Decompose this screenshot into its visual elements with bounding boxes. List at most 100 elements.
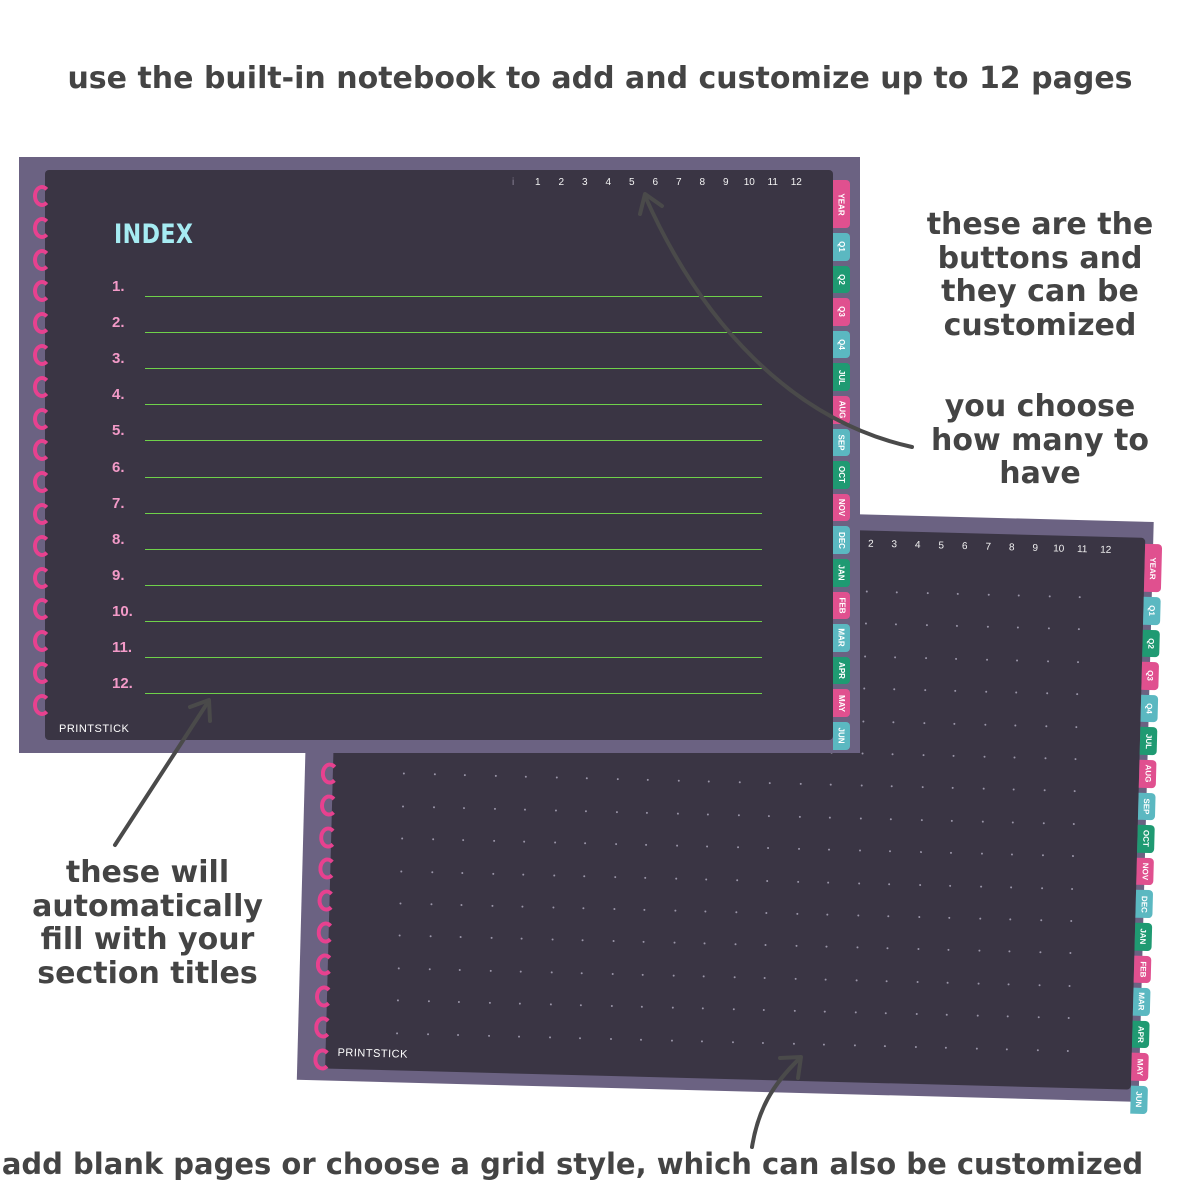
spiral-coil [33, 503, 51, 525]
index-tab-year[interactable]: YEAR [833, 180, 850, 228]
index-row-number: 1. [112, 278, 125, 295]
index-tab-q4[interactable]: Q4 [833, 330, 850, 359]
index-row[interactable]: 10. [112, 602, 762, 622]
index-row-line [145, 693, 762, 695]
index-row-line [145, 404, 762, 406]
index-row-number: 10. [112, 602, 133, 620]
spiral-coil [33, 471, 51, 494]
index-row-number: 4. [112, 386, 125, 404]
index-title: INDEX [114, 219, 194, 250]
index-row-number: 12. [112, 675, 133, 693]
spiral-coil [33, 566, 51, 589]
spiral-coil [33, 630, 51, 653]
index-row-line [145, 620, 762, 622]
index-row-number: 5. [112, 422, 125, 440]
index-row-line [145, 657, 762, 658]
index-row-line [145, 584, 762, 586]
index-row[interactable]: 4. [112, 385, 762, 406]
spiral-coil [33, 185, 51, 207]
index-tab-nov[interactable]: NOV [833, 493, 850, 522]
index-row[interactable]: 6. [112, 458, 762, 478]
arrow-to-grid [750, 1056, 802, 1149]
index-tab-jul[interactable]: JUL [833, 363, 850, 391]
spiral-coil [33, 662, 51, 684]
page-link-10[interactable]: 10 [743, 177, 755, 188]
arrow-to-buttons [643, 194, 914, 449]
index-row[interactable]: 1. [112, 277, 762, 297]
spiral-coil [33, 216, 51, 239]
index-tab-oct[interactable]: OCT [833, 461, 850, 489]
index-row-number: 6. [112, 458, 125, 476]
spiral-coil [33, 312, 51, 335]
index-tab-q3[interactable]: Q3 [833, 298, 850, 326]
index-tab-q2[interactable]: Q2 [833, 265, 850, 294]
page-link-8[interactable]: 8 [699, 177, 706, 188]
caption-top: use the built-in notebook to add and cus… [67, 61, 1133, 96]
spiral-coil [33, 598, 51, 621]
index-tab-sep[interactable]: SEP [833, 428, 850, 457]
index-row-line [145, 296, 762, 297]
index-row[interactable]: 12. [112, 674, 762, 695]
index-home-link[interactable]: i [512, 177, 515, 188]
index-tab-dec[interactable]: DEC [833, 526, 850, 554]
index-tab-may[interactable]: MAY [833, 689, 850, 717]
page-link-6[interactable]: 6 [652, 177, 659, 188]
index-tab-jun[interactable]: JUN [833, 721, 850, 750]
index-tab-apr[interactable]: APR [833, 656, 850, 685]
index-tab-mar[interactable]: MAR [833, 624, 850, 652]
spiral-coil [33, 693, 51, 716]
index-tab-jan[interactable]: JAN [833, 558, 850, 587]
index-row-number: 11. [112, 639, 133, 656]
caption-buttons: these are the buttons and they can be cu… [926, 207, 1154, 343]
index-row[interactable]: 7. [112, 494, 762, 514]
index-row[interactable]: 11. [112, 638, 762, 658]
spiral-coil [33, 248, 51, 271]
page-link-5[interactable]: 5 [628, 177, 635, 188]
index-row-line [145, 548, 762, 550]
page-link-11[interactable]: 11 [767, 177, 778, 188]
index-tab-q1[interactable]: Q1 [833, 233, 850, 261]
spiral-coil [33, 280, 51, 303]
index-row-line [145, 512, 762, 514]
index-brand: PRINTSTICK [59, 723, 130, 735]
index-row-number: 7. [112, 494, 125, 512]
page-link-12[interactable]: 12 [790, 177, 802, 188]
index-tab-aug[interactable]: AUG [833, 395, 850, 424]
caption-fill: these will automatically fill with your … [32, 855, 263, 991]
spiral-coil [33, 344, 51, 366]
arrow-to-rows [113, 700, 210, 847]
index-row-line [145, 368, 762, 370]
index-row[interactable]: 9. [112, 566, 762, 586]
spiral-coil [33, 534, 51, 557]
spiral-coil [33, 439, 51, 462]
index-row[interactable]: 2. [112, 313, 762, 334]
index-row-number: 3. [112, 350, 125, 368]
arrow-to-grid-head [778, 1055, 803, 1080]
arrow-to-rows-head [188, 698, 212, 723]
spiral-coil [33, 407, 51, 430]
index-row-line [145, 440, 762, 442]
index-row-number: 9. [112, 566, 125, 584]
spiral-coil [33, 375, 51, 398]
index-row[interactable]: 3. [112, 349, 762, 370]
caption-bottom: add blank pages or choose a grid style, … [1, 1147, 1144, 1181]
arrow-to-buttons-head [638, 192, 664, 216]
index-row[interactable]: 8. [112, 530, 762, 550]
page-link-3[interactable]: 3 [581, 177, 588, 188]
caption-choose: you choose how many to have [931, 389, 1149, 492]
page-link-9[interactable]: 9 [722, 177, 729, 188]
index-row-line [145, 332, 762, 334]
page-link-7[interactable]: 7 [675, 177, 682, 188]
index-row[interactable]: 5. [112, 421, 762, 442]
index-tab-feb[interactable]: FEB [833, 591, 850, 620]
page-link-1[interactable]: 1 [534, 177, 541, 188]
page-link-2[interactable]: 2 [558, 177, 565, 188]
page-link-4[interactable]: 4 [605, 177, 612, 188]
index-row-number: 8. [112, 530, 125, 548]
index-row-number: 2. [112, 314, 125, 332]
